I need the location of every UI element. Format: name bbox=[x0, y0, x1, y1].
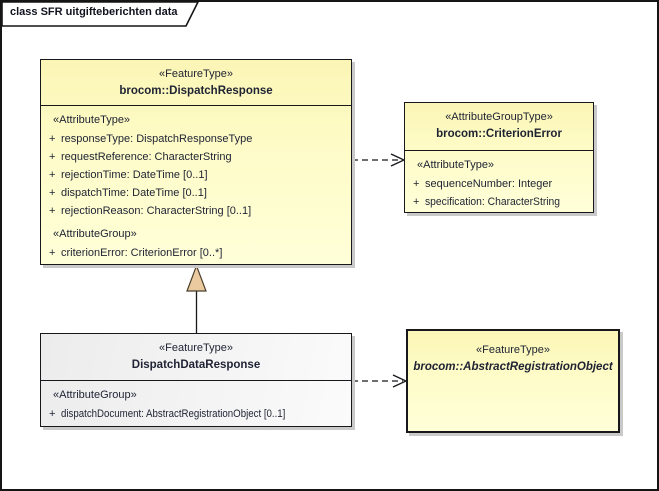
attribute-text: dispatchDocument: AbstractRegistrationOb… bbox=[61, 408, 286, 420]
stereotype-label: «AttributeGroupType» bbox=[445, 111, 553, 123]
class-dispatch-response-body: «AttributeType» + responseType: DispatchR… bbox=[41, 106, 351, 262]
attribute-text: dispatchTime: DateTime [0..1] bbox=[61, 187, 207, 199]
attribute-text: specification: CharacterString bbox=[425, 196, 561, 208]
section-label: «AttributeType» bbox=[53, 114, 131, 126]
attribute-row[interactable]: + dispatchTime: DateTime [0..1] bbox=[41, 184, 351, 202]
visibility-marker: + bbox=[49, 187, 56, 199]
stereotype-label: «FeatureType» bbox=[159, 68, 233, 80]
class-name: DispatchDataResponse bbox=[131, 359, 261, 371]
attribute-row[interactable]: + requestReference: CharacterString bbox=[41, 148, 351, 166]
stereotype-label: «FeatureType» bbox=[159, 342, 233, 354]
class-dispatch-data-response-body: «AttributeGroup» + dispatchDocument: Abst… bbox=[41, 381, 351, 423]
attribute-text: criterionError: CriterionError [0..*] bbox=[61, 247, 223, 259]
visibility-marker: + bbox=[49, 205, 56, 217]
class-criterion-error-header: «AttributeGroupType» brocom::CriterionEr… bbox=[405, 103, 593, 151]
dependency-arrow-dispatchdataresponse-to-abstractregistrationobject[interactable] bbox=[352, 374, 408, 388]
section-label: «AttributeGroup» bbox=[53, 389, 137, 401]
stereotype-label: «FeatureType» bbox=[476, 344, 550, 356]
class-abstract-registration-object-header: «FeatureType» brocom::AbstractRegistrati… bbox=[408, 331, 618, 431]
attribute-text: responseType: DispatchResponseType bbox=[61, 133, 253, 145]
diagram-title-tab bbox=[2, 2, 199, 27]
class-abstract-registration-object[interactable]: «FeatureType» brocom::AbstractRegistrati… bbox=[406, 329, 620, 433]
attribute-row[interactable]: + dispatchDocument: AbstractRegistrationO… bbox=[41, 405, 351, 423]
visibility-marker: + bbox=[49, 133, 56, 145]
section-label: «AttributeGroup» bbox=[53, 228, 137, 240]
generalization-arrow-dispatchdataresponse-to-dispatchresponse[interactable] bbox=[186, 264, 207, 333]
attribute-text: requestReference: CharacterString bbox=[61, 151, 232, 163]
attribute-text: rejectionTime: DateTime [0..1] bbox=[61, 169, 208, 181]
visibility-marker: + bbox=[413, 196, 420, 208]
attribute-row[interactable]: + specification: CharacterString bbox=[405, 193, 593, 211]
class-name: brocom::AbstractRegistrationObject bbox=[413, 361, 613, 373]
attribute-row[interactable]: + responseType: DispatchResponseType bbox=[41, 130, 351, 148]
class-criterion-error-body: «AttributeType» + sequenceNumber: Integer… bbox=[405, 151, 593, 211]
attribute-row[interactable]: + criterionError: CriterionError [0..*] bbox=[41, 244, 351, 262]
attribute-row[interactable]: + rejectionTime: DateTime [0..1] bbox=[41, 166, 351, 184]
visibility-marker: + bbox=[413, 178, 420, 190]
visibility-marker: + bbox=[49, 408, 56, 420]
section-label: «AttributeType» bbox=[417, 159, 495, 171]
class-name: brocom::DispatchResponse bbox=[119, 85, 273, 97]
class-dispatch-response[interactable]: «FeatureType» brocom::DispatchResponse «… bbox=[40, 59, 352, 265]
attribute-row[interactable]: + sequenceNumber: Integer bbox=[405, 175, 593, 193]
attribute-text: rejectionReason: CharacterString [0..1] bbox=[61, 205, 252, 217]
visibility-marker: + bbox=[49, 169, 56, 181]
class-dispatch-response-header: «FeatureType» brocom::DispatchResponse bbox=[41, 60, 351, 106]
visibility-marker: + bbox=[49, 247, 56, 259]
triangle-arrowhead-icon bbox=[186, 264, 207, 292]
visibility-marker: + bbox=[49, 151, 56, 163]
diagram-title: class SFR uitgifteberichten data bbox=[10, 6, 178, 18]
class-dispatch-data-response[interactable]: «FeatureType» DispatchDataResponse «Attr… bbox=[40, 333, 352, 427]
class-dispatch-data-response-header: «FeatureType» DispatchDataResponse bbox=[41, 334, 351, 381]
attribute-row[interactable]: + rejectionReason: CharacterString [0..1] bbox=[41, 202, 351, 220]
class-criterion-error[interactable]: «AttributeGroupType» brocom::CriterionEr… bbox=[404, 102, 594, 213]
dependency-arrow-dispatchresponse-to-criterionerror[interactable] bbox=[352, 153, 406, 167]
class-name: brocom::CriterionError bbox=[436, 128, 562, 140]
attribute-text: sequenceNumber: Integer bbox=[425, 178, 553, 190]
